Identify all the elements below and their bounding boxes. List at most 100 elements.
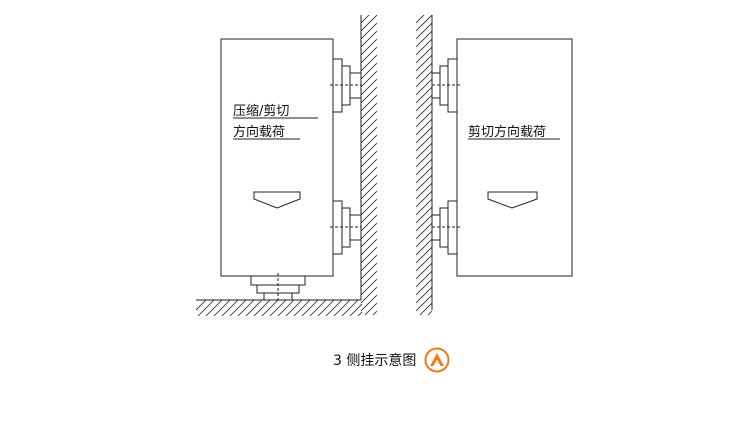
hatch-line — [416, 15, 425, 24]
hatch-line — [361, 118, 377, 136]
hatch-line — [229, 300, 247, 316]
left-label-line1: 压缩/剪切 — [233, 103, 289, 119]
load-direction-arrow-icon — [253, 191, 301, 209]
right-equipment-box — [456, 38, 573, 277]
hatch-line — [205, 300, 223, 316]
hatch-line — [293, 300, 311, 316]
hatch-line — [253, 300, 271, 316]
left-wall-hatch — [361, 0, 377, 343]
hatch-line — [361, 214, 377, 232]
hatch-line — [361, 70, 377, 88]
hatch-line — [221, 300, 239, 316]
hatch-line — [416, 110, 432, 128]
hatch-line — [416, 182, 432, 200]
hatch-line — [237, 300, 255, 316]
hatch-line — [416, 278, 432, 296]
hatch-line — [361, 270, 377, 288]
hatch-line — [416, 262, 432, 280]
hatch-line — [361, 126, 377, 144]
hatch-line — [197, 300, 215, 316]
hatch-line — [416, 158, 432, 176]
hatch-line — [416, 294, 432, 312]
hatch-line — [213, 300, 231, 316]
hatch-line — [361, 102, 377, 120]
hatch-line — [416, 206, 432, 224]
hatch-line — [361, 134, 377, 152]
hatch-line — [416, 15, 417, 16]
hatch-line — [361, 78, 377, 96]
hatch-line — [269, 300, 287, 316]
hatch-line — [317, 300, 335, 316]
hatch-line — [416, 327, 432, 343]
hatch-line — [416, 238, 432, 256]
hatch-line — [416, 22, 432, 40]
hatch-line — [416, 246, 432, 264]
hatch-line — [361, 15, 370, 24]
hatch-line — [416, 0, 432, 7]
hatch-line — [361, 150, 377, 168]
brand-logo-icon — [424, 347, 450, 373]
hatch-line — [416, 118, 432, 136]
hatch-line — [361, 110, 377, 128]
hatch-line — [361, 38, 377, 56]
hatch-line — [416, 198, 432, 216]
hatch-line — [277, 300, 295, 316]
hatch-line — [196, 300, 207, 311]
hatch-line — [357, 311, 362, 316]
hatch-line — [427, 310, 432, 315]
hatch-line — [361, 86, 377, 104]
hatch-line — [416, 86, 432, 104]
right-mount-top — [431, 58, 460, 113]
hatch-line — [333, 300, 351, 316]
left-mount-top — [330, 58, 362, 113]
hatch-line — [361, 254, 377, 272]
hatch-line — [416, 134, 432, 152]
hatch-line — [361, 206, 377, 224]
hatch-line — [361, 238, 377, 256]
hatch-line — [416, 142, 432, 160]
right-label: 剪切方向载荷 — [468, 124, 546, 140]
hatch-line — [416, 62, 432, 80]
left-figure — [196, 0, 390, 343]
hatch-line — [364, 302, 377, 315]
left-label-line2: 方向载荷 — [233, 124, 285, 140]
hatch-line — [361, 46, 377, 64]
right-wall-hatch — [416, 0, 432, 343]
hatch-line — [361, 174, 377, 192]
hatch-line — [285, 300, 303, 316]
left-mount-bottom — [330, 200, 362, 255]
hatch-line — [416, 166, 432, 184]
hatch-line — [361, 319, 377, 335]
hatch-line — [416, 319, 432, 335]
right-figure — [416, 0, 573, 343]
hatch-line — [416, 38, 432, 56]
hatch-line — [416, 222, 432, 240]
caption-text: 3 侧挂示意图 — [333, 353, 417, 369]
hatch-line — [416, 46, 432, 64]
hatch-line — [341, 300, 359, 316]
hatch-line — [361, 190, 377, 208]
hatch-line — [245, 300, 263, 316]
hatch-line — [361, 230, 377, 248]
hatch-line — [261, 300, 279, 316]
hatch-line — [349, 303, 362, 316]
hatch-line — [416, 214, 432, 232]
hatch-line — [416, 126, 432, 144]
hatch-line — [361, 22, 377, 40]
hatch-line — [374, 300, 390, 316]
hatch-line — [361, 327, 377, 343]
hatch-line — [416, 230, 432, 248]
hatch-line — [416, 150, 432, 168]
hatch-line — [361, 294, 377, 312]
hatch-line — [361, 0, 377, 7]
hatch-line — [416, 174, 432, 192]
hatch-line — [416, 54, 432, 72]
left-equipment-box — [220, 38, 334, 277]
hatch-line — [361, 15, 377, 32]
hatch-line — [372, 310, 377, 315]
hatch-line — [361, 62, 377, 80]
hatch-line — [361, 15, 362, 16]
hatch-line — [361, 182, 377, 200]
hatch-line — [361, 142, 377, 160]
